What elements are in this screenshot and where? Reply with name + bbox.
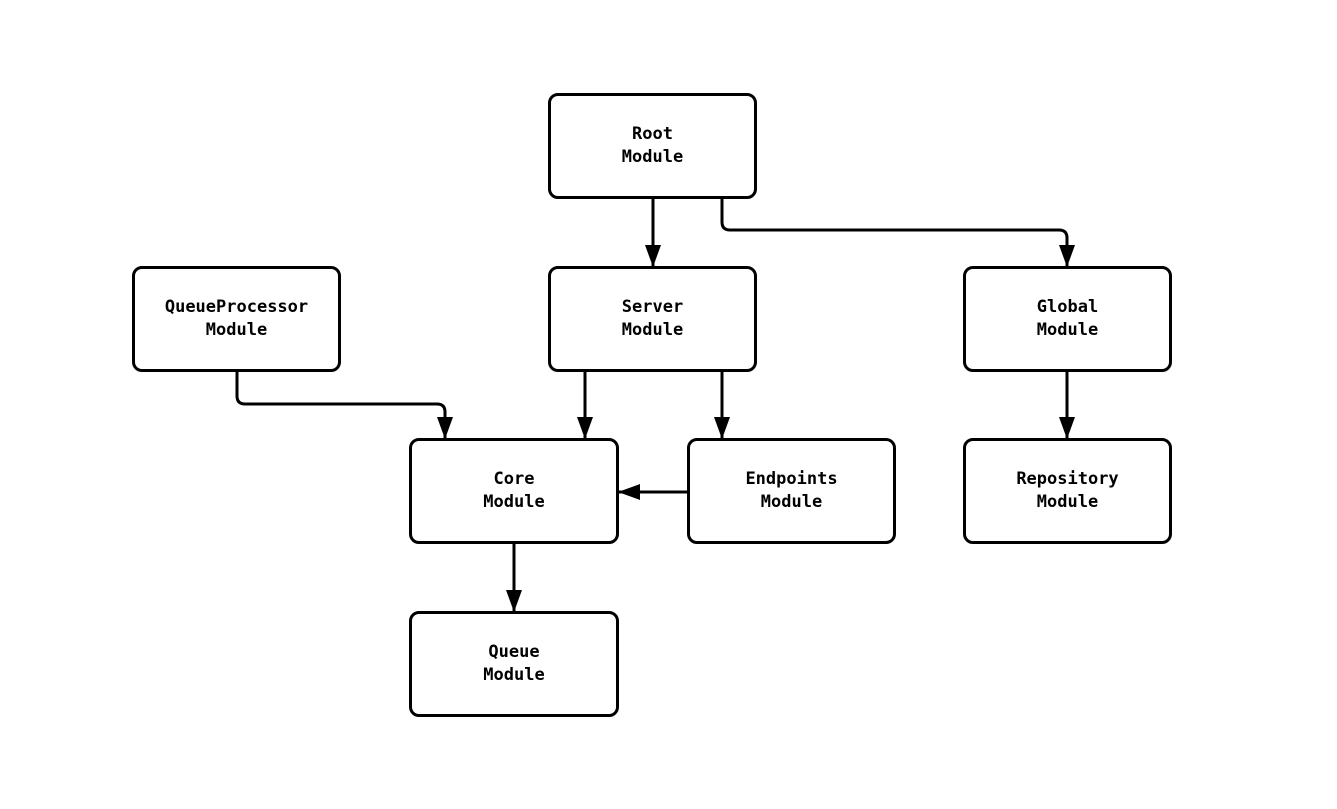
- node-endpoints-module: Endpoints Module: [687, 438, 896, 544]
- edge-queueprocessor-to-core: [235, 372, 453, 439]
- node-queue-module-label: Queue Module: [483, 642, 545, 685]
- node-queueprocessor-module: QueueProcessor Module: [132, 266, 341, 372]
- node-core-module-label: Core Module: [483, 469, 545, 512]
- node-core-module: Core Module: [409, 438, 619, 544]
- node-repository-module: Repository Module: [963, 438, 1172, 544]
- node-queueprocessor-module-label: QueueProcessor Module: [164, 297, 309, 340]
- node-server-module-label: Server Module: [621, 297, 684, 340]
- node-endpoints-module-label: Endpoints Module: [745, 469, 838, 512]
- node-server-module: Server Module: [548, 266, 757, 372]
- node-queue-module: Queue Module: [409, 611, 619, 717]
- node-root-module: Root Module: [548, 93, 757, 199]
- node-global-module-label: Global Module: [1036, 297, 1099, 340]
- edge-root-to-global: [720, 199, 1075, 267]
- node-global-module: Global Module: [963, 266, 1172, 372]
- node-repository-module-label: Repository Module: [1016, 469, 1119, 512]
- node-root-module-label: Root Module: [621, 124, 684, 167]
